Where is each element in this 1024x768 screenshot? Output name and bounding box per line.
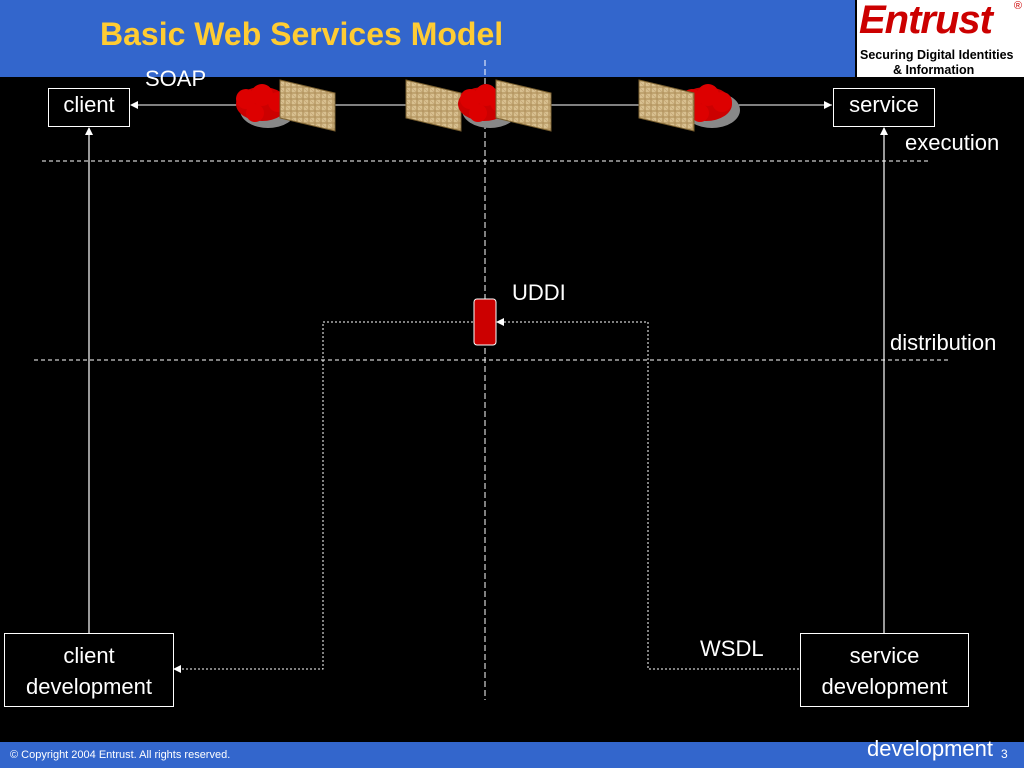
service-development-node: service development: [800, 633, 969, 707]
client-development-node: client development: [4, 633, 174, 707]
logo-registered-mark: ®: [1013, 0, 1022, 12]
client-node-label: client: [63, 92, 115, 117]
service-dev-label-line2: development: [821, 674, 948, 699]
logo-tagline-line2: & Information: [893, 63, 975, 77]
client-dev-label-line2: development: [26, 674, 152, 699]
distribution-layer-label: distribution: [890, 330, 997, 355]
development-layer-label: development: [867, 736, 993, 761]
logo-tagline-line1: Securing Digital Identities: [860, 48, 1014, 62]
entrust-logo: Entrust ® Securing Digital Identities & …: [857, 0, 1024, 77]
firewall-icon: [405, 79, 462, 132]
copyright-text: © Copyright 2004 Entrust. All rights res…: [10, 749, 231, 761]
page-number: 3: [1001, 747, 1008, 761]
client-node: client: [48, 88, 130, 127]
uddi-to-client-dev-path: [173, 321, 473, 673]
network-cloud-icon: [680, 84, 740, 128]
footer-bar: © Copyright 2004 Entrust. All rights res…: [0, 742, 1024, 768]
uddi-registry-icon: [473, 298, 497, 346]
slide-title: Basic Web Services Model: [100, 16, 504, 52]
execution-layer-label: execution: [905, 130, 1000, 155]
soap-label: SOAP: [145, 66, 207, 91]
service-dev-label-line1: service: [849, 643, 920, 668]
title-bar: Basic Web Services Model: [0, 0, 855, 77]
network-cloud-icon: [236, 84, 296, 128]
wsdl-label: WSDL: [700, 636, 764, 661]
firewall-icon: [279, 79, 336, 132]
firewall-icon: [638, 79, 695, 132]
service-node-label: service: [849, 92, 919, 117]
firewall-icon: [495, 79, 552, 132]
client-dev-label-line1: client: [63, 643, 115, 668]
logo-wordmark: Entrust: [859, 0, 993, 42]
uddi-label: UDDI: [512, 280, 566, 305]
service-dev-to-uddi-path: [496, 318, 799, 670]
service-node: service: [833, 88, 935, 127]
diagram-canvas: [34, 60, 948, 700]
